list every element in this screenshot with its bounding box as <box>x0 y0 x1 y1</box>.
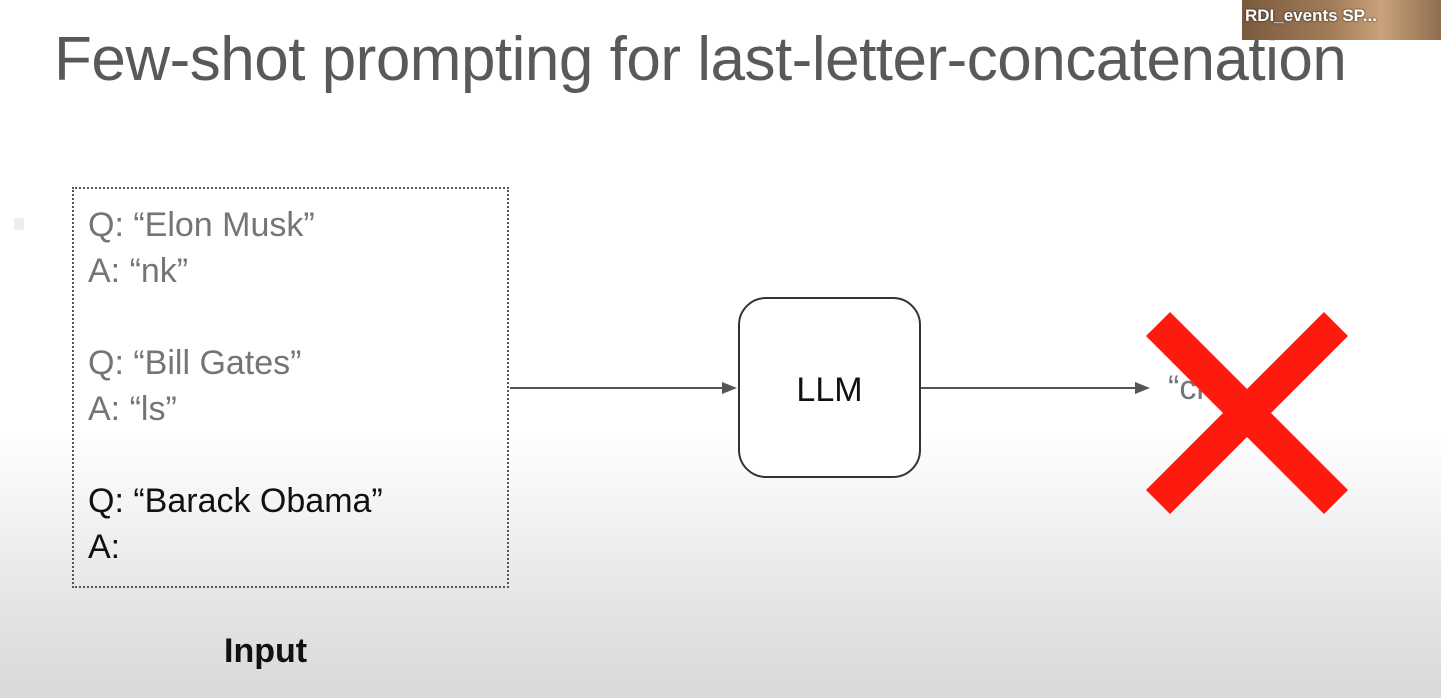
query-question: Q: “Barack Obama” <box>88 482 383 520</box>
input-caption: Input <box>224 632 308 670</box>
slide-title: Few-shot prompting for last-letter-conca… <box>54 25 1347 94</box>
participant-video-tile[interactable]: RDI_events SP... <box>1242 0 1441 40</box>
example-1-answer: A: “nk” <box>88 252 189 290</box>
arrow-right-icon <box>921 382 1150 394</box>
llm-box: LLM <box>738 297 921 478</box>
participant-name-label: RDI_events SP... <box>1245 6 1377 25</box>
cross-icon <box>1145 311 1349 515</box>
slide-edge-marker <box>14 218 24 230</box>
arrow-right-icon <box>510 382 737 394</box>
example-2-answer: A: “ls” <box>88 390 177 428</box>
query-answer: A: <box>88 528 121 566</box>
llm-label: LLM <box>796 371 863 409</box>
example-2-question: Q: “Bill Gates” <box>88 344 302 382</box>
input-prompt-box <box>72 187 509 588</box>
example-1-question: Q: “Elon Musk” <box>88 206 315 244</box>
